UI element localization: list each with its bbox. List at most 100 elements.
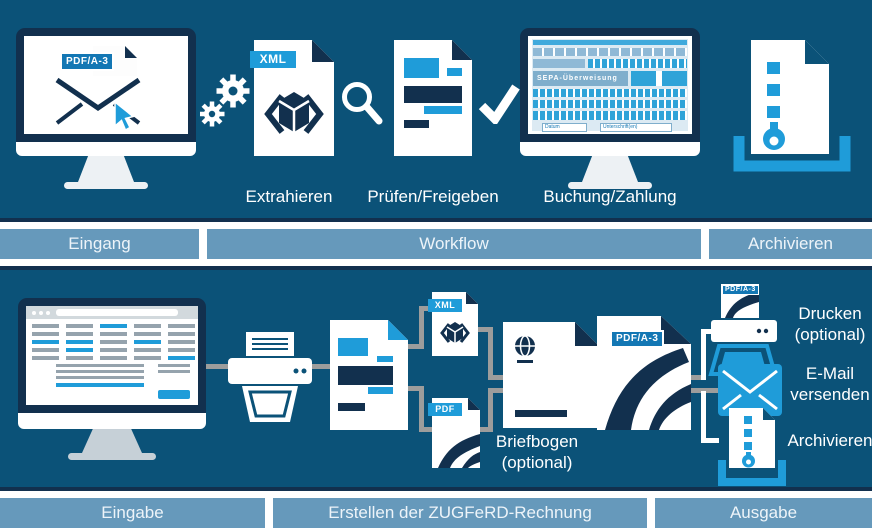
monitor-screen [26, 306, 198, 405]
sepa-row [533, 100, 687, 108]
monitor-screen: PDF/A-3 [24, 36, 188, 134]
monitor-chin [16, 142, 196, 156]
connector [406, 386, 424, 391]
print-label-line1: Drucken [798, 304, 862, 323]
connector [419, 306, 424, 349]
band-eingabe: Eingabe [0, 498, 265, 528]
step-label-booking: Buchung/Zahlung [543, 187, 677, 206]
connector [477, 427, 491, 432]
screen-content-bar [100, 340, 127, 344]
review-document-icon [394, 40, 472, 156]
pdfa3-badge: PDF/A-3 [60, 52, 115, 71]
banking-monitor: SEPA-Überweisung Datum Unterschrift(en) [520, 28, 700, 189]
briefbogen-label-line2: (optional) [501, 453, 573, 472]
connector [419, 427, 434, 432]
screen-content-bar [158, 370, 190, 373]
connector [406, 344, 424, 349]
screen-content-bar [168, 348, 195, 352]
gears-icon [200, 74, 250, 127]
screen-content-bar [32, 356, 59, 360]
xml-badge: XML [250, 51, 296, 68]
monitor-screen: SEPA-Überweisung Datum Unterschrift(en) [528, 36, 692, 134]
pdfa3-badge-mini: PDF/A-3 [722, 285, 759, 295]
screen-content-bar [168, 340, 195, 344]
screen-content-bar [168, 332, 195, 336]
screen-content-bar [100, 356, 127, 360]
screen-content-bar [56, 383, 144, 387]
archive-zip-icon [733, 40, 851, 172]
screen-content-bar [32, 324, 59, 328]
address-bar [56, 309, 178, 316]
connector [419, 306, 434, 311]
screen-content-bar [56, 376, 144, 379]
band-ausgabe: Ausgabe [655, 498, 872, 528]
sepa-form-title: SEPA-Überweisung [533, 71, 628, 86]
monitor-stand [82, 429, 142, 453]
sepa-row [533, 40, 687, 45]
screen-content-bar [56, 370, 144, 373]
monitor-chin [18, 413, 206, 429]
screen-content-bar [66, 332, 93, 336]
sepa-row [533, 89, 687, 97]
screen-content-bar [66, 324, 93, 328]
screen-content-bar [100, 332, 127, 336]
screen-content-bar [66, 356, 93, 360]
briefbogen-label-line1: Briefbogen [495, 432, 579, 451]
cursor-icon [114, 102, 135, 132]
search-icon [342, 82, 383, 125]
connector [419, 386, 424, 432]
monitor-chin [520, 142, 700, 156]
screen-content-bar [134, 332, 161, 336]
monitor-base [568, 182, 652, 189]
monitor-frame: SEPA-Überweisung Datum Unterschrift(en) [520, 28, 700, 142]
screen-content-bar [168, 324, 195, 328]
monitor-stand [582, 156, 638, 182]
sepa-signature-field: Unterschrift(en) [600, 123, 672, 132]
output-label-email: E-Mail versenden [765, 363, 872, 405]
invoice-document-icon [330, 320, 408, 430]
sepa-row [533, 48, 687, 56]
output-label-print: Drucken (optional) [765, 303, 872, 345]
printer-icon [228, 332, 312, 422]
print-label-line2: (optional) [794, 325, 866, 344]
monitor-base [68, 453, 156, 460]
screen-content-bar [134, 324, 161, 328]
connector [477, 327, 491, 332]
archive-zip-icon [718, 408, 786, 486]
browser-bar [26, 306, 198, 319]
screen-content-bar [66, 348, 93, 352]
screen-content-bar [56, 364, 144, 367]
connector-to-print [701, 329, 706, 380]
email-label-line2: versenden [790, 385, 870, 404]
email-label-line1: E-Mail [805, 364, 855, 383]
xml-badge: XML [428, 299, 462, 312]
email-envelope-icon [718, 364, 782, 416]
screen-content-bar [32, 340, 59, 344]
screen-content-bar [32, 332, 59, 336]
screen-content-bar [158, 390, 190, 399]
screen-content-bar [168, 356, 195, 360]
connector-to-archive [701, 438, 719, 443]
sepa-date-field: Datum [542, 123, 587, 132]
screen-content-bar [66, 340, 93, 344]
screen-content-bar [158, 364, 190, 367]
screen-content-bar [134, 356, 161, 360]
band-archivieren: Archivieren [709, 229, 872, 259]
connector-to-archive [701, 391, 706, 443]
screen-content-bar [32, 348, 59, 352]
band-workflow: Workflow [207, 229, 701, 259]
checkmark-icon [478, 84, 520, 124]
sepa-row [588, 59, 687, 68]
pdf-badge: PDF [428, 403, 462, 416]
pdfa3-badge: PDF/A-3 [610, 330, 665, 348]
screen-content-bar [134, 348, 161, 352]
output-label-archive: Archivieren [787, 431, 872, 450]
band-eingang: Eingang [0, 229, 199, 259]
screen-content-bar [134, 340, 161, 344]
monitor-frame: PDF/A-3 [16, 28, 196, 142]
letterhead-document-icon [503, 322, 599, 428]
connector [488, 389, 493, 432]
briefbogen-label: Briefbogen (optional) [477, 431, 597, 473]
screen-content-bar [100, 348, 127, 352]
